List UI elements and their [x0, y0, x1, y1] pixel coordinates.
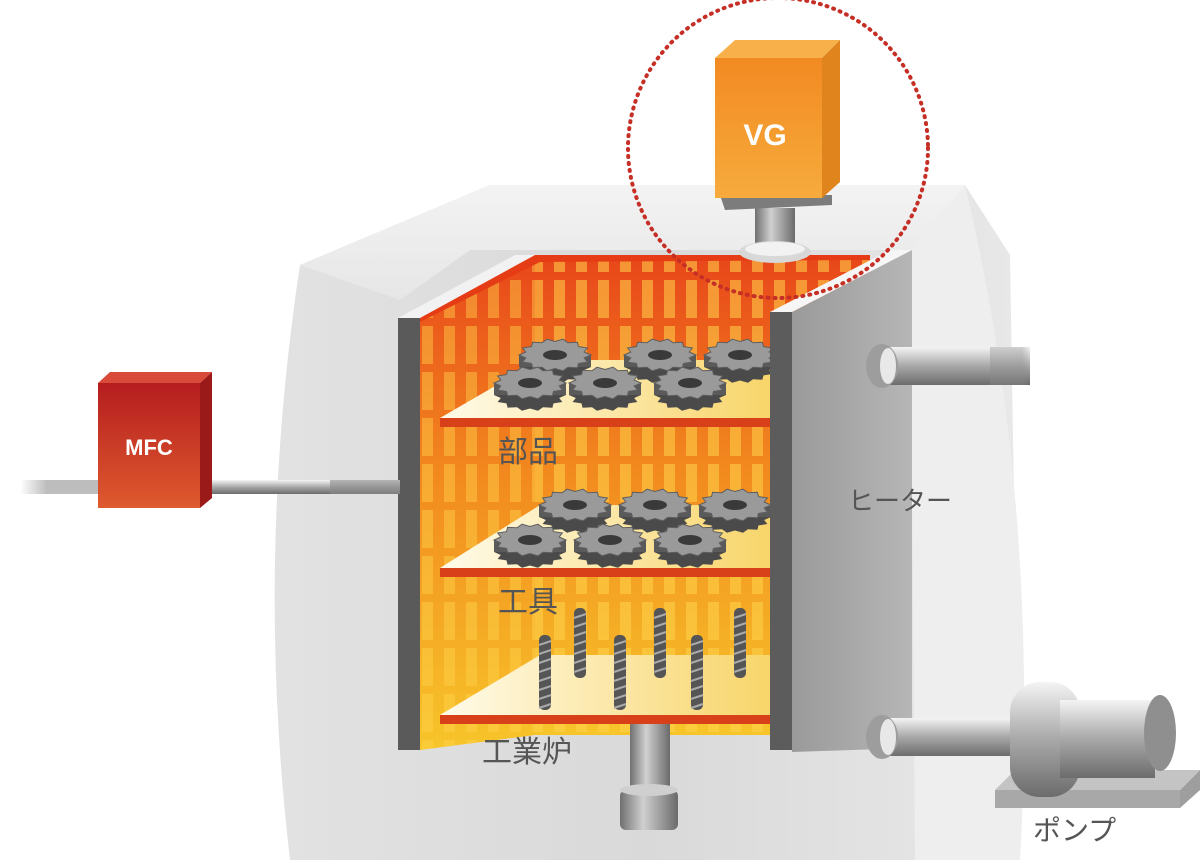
gear-icon [492, 523, 568, 568]
gear-icon [617, 488, 693, 533]
drill-bit-icon [573, 608, 587, 678]
door-frame-left [398, 255, 535, 750]
shelf-label-tools: 工具 [498, 585, 558, 620]
drill-bit-icon [690, 635, 704, 710]
heater-label: ヒーター [848, 487, 952, 517]
drill-bit-icon [653, 608, 667, 678]
mfc-label: MFC [125, 435, 173, 460]
gear-icon [537, 488, 613, 533]
vg-highlight-ring [626, 0, 930, 300]
vg-unit[interactable]: VG [715, 40, 840, 263]
pump-assembly [866, 682, 1200, 808]
drill-bit-group [538, 608, 747, 710]
shelf-label-industrial-furnace: 工業炉 [482, 735, 572, 770]
vg-label: VG [743, 119, 786, 152]
drill-bit-icon [733, 608, 747, 678]
gear-icon [572, 523, 648, 568]
mfc-unit[interactable]: MFC [98, 372, 212, 508]
bottom-pipe [620, 724, 678, 830]
gear-group-middle [492, 488, 773, 568]
gear-group-top [492, 338, 778, 411]
pump-label: ポンプ [1033, 814, 1116, 847]
gear-icon [652, 366, 728, 411]
drill-bit-icon [613, 635, 627, 710]
gear-icon [652, 523, 728, 568]
mfc-gas-line [20, 480, 400, 494]
gear-icon [517, 338, 593, 383]
drill-bit-icon [538, 635, 552, 710]
shelf-bottom [440, 655, 770, 724]
gear-icon [702, 338, 778, 383]
gear-icon [567, 366, 643, 411]
gear-icon [492, 366, 568, 411]
gear-icon [697, 488, 773, 533]
heater-pipe [866, 344, 1030, 388]
shelf-label-parts: 部品 [498, 435, 558, 470]
